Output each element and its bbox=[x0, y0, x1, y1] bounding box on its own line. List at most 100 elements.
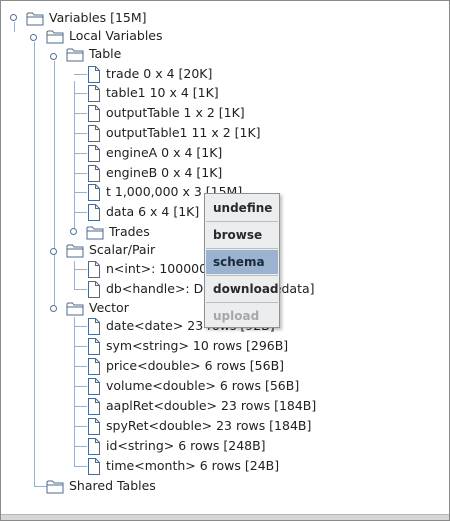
tree-node-local-variables[interactable]: Local Variables bbox=[46, 26, 163, 46]
tree-node-table-item[interactable]: engineB 0 x 4 [1K] bbox=[87, 163, 222, 183]
tree-node-label: trade 0 x 4 [20K] bbox=[106, 66, 213, 81]
menu-separator bbox=[206, 275, 278, 276]
tree-node-vector-item[interactable]: price<double> 6 rows [56B] bbox=[87, 356, 284, 376]
folder-icon bbox=[26, 11, 44, 26]
menu-item-browse[interactable]: browse bbox=[213, 228, 263, 242]
document-icon bbox=[87, 438, 101, 455]
folder-icon bbox=[66, 243, 84, 258]
tree-node-label: Local Variables bbox=[69, 28, 163, 43]
tree-line bbox=[34, 486, 47, 487]
tree-line bbox=[74, 212, 87, 213]
tree-node-table-item[interactable]: engineA 0 x 4 [1K] bbox=[87, 143, 222, 163]
tree-line bbox=[74, 113, 87, 114]
tree-line bbox=[74, 133, 87, 134]
tree-node-label: Variables [15M] bbox=[49, 10, 147, 25]
tree-node-table-item[interactable]: trade 0 x 4 [20K] bbox=[87, 64, 212, 84]
expand-toggle-icon[interactable] bbox=[50, 305, 57, 312]
menu-separator bbox=[206, 221, 278, 222]
document-icon bbox=[87, 318, 101, 335]
tree-node-variables[interactable]: Variables [15M] bbox=[26, 8, 147, 28]
document-icon bbox=[87, 105, 101, 122]
tree-node-label: volume<double> 6 rows [56B] bbox=[106, 378, 300, 393]
tree-node-table-item[interactable]: table1 10 x 4 [1K] bbox=[87, 83, 219, 103]
tree-node-label: sym<string> 10 rows [296B] bbox=[106, 338, 289, 353]
tree-node-label: table1 10 x 4 [1K] bbox=[106, 85, 219, 100]
tree-node-label: engineA 0 x 4 [1K] bbox=[106, 145, 223, 160]
tree-line bbox=[74, 346, 87, 347]
tree-line bbox=[54, 61, 55, 309]
document-icon bbox=[87, 358, 101, 375]
folder-icon bbox=[66, 301, 84, 316]
tree-line bbox=[74, 81, 75, 233]
document-icon bbox=[87, 184, 101, 201]
expand-toggle-icon[interactable] bbox=[50, 53, 57, 60]
menu-item-undefine[interactable]: undefine bbox=[213, 201, 273, 215]
tree-line bbox=[14, 22, 15, 32]
tree-node-label: engineB 0 x 4 [1K] bbox=[106, 165, 223, 180]
tree-line bbox=[74, 366, 87, 367]
tree-node-label: Trades bbox=[109, 224, 150, 239]
tree-node-table-item[interactable]: data 6 x 4 [1K] bbox=[87, 202, 199, 222]
expand-toggle-icon[interactable] bbox=[30, 34, 37, 41]
expand-toggle-icon[interactable] bbox=[70, 228, 77, 235]
tree-line bbox=[74, 153, 87, 154]
document-icon bbox=[87, 66, 101, 83]
menu-item-schema[interactable]: schema bbox=[206, 250, 278, 274]
tree-node-vector-item[interactable]: volume<double> 6 rows [56B] bbox=[87, 376, 299, 396]
folder-icon bbox=[86, 225, 104, 240]
tree-node-vector-group[interactable]: Vector bbox=[66, 298, 129, 318]
tree-line bbox=[74, 173, 87, 174]
folder-icon bbox=[66, 47, 84, 62]
tree-line bbox=[74, 386, 87, 387]
tree-node-table-group[interactable]: Table bbox=[66, 44, 121, 64]
document-icon bbox=[87, 418, 101, 435]
tree-line bbox=[74, 326, 87, 327]
tree-node-label: outputTable1 11 x 2 [1K] bbox=[106, 125, 261, 140]
tree-node-label: Table bbox=[89, 46, 122, 61]
tree-node-scalar-item[interactable]: db<handle>: DB[dfs://tradedata] bbox=[87, 279, 315, 299]
document-icon bbox=[87, 378, 101, 395]
tree-node-label: data 6 x 4 [1K] bbox=[106, 204, 200, 219]
tree-node-vector-item[interactable]: id<string> 6 rows [248B] bbox=[87, 436, 266, 456]
folder-icon bbox=[46, 29, 64, 44]
tree-node-vector-item[interactable]: aaplRet<double> 23 rows [184B] bbox=[87, 396, 316, 416]
tree-node-scalar-group[interactable]: Scalar/Pair bbox=[66, 240, 155, 260]
menu-item-download[interactable]: download bbox=[213, 282, 279, 296]
tree-node-table-item[interactable]: outputTable1 11 x 2 [1K] bbox=[87, 123, 261, 143]
tree-node-label: n<int>: 1000000 bbox=[106, 261, 216, 276]
tree-node-vector-item[interactable]: spyRet<double> 23 rows [184B] bbox=[87, 416, 311, 436]
document-icon bbox=[87, 338, 101, 355]
tree-node-label: time<month> 6 rows [24B] bbox=[106, 458, 280, 473]
document-icon bbox=[87, 204, 101, 221]
tree-line bbox=[74, 426, 87, 427]
document-icon bbox=[87, 145, 101, 162]
tree-line bbox=[74, 406, 87, 407]
expand-toggle-icon[interactable] bbox=[50, 248, 57, 255]
tree-line bbox=[74, 93, 87, 94]
document-icon bbox=[87, 125, 101, 142]
tree-line bbox=[74, 466, 87, 467]
expand-toggle-icon[interactable] bbox=[10, 14, 17, 21]
tree-node-label: Scalar/Pair bbox=[89, 242, 156, 257]
document-icon bbox=[87, 85, 101, 102]
tree-node-label: aaplRet<double> 23 rows [184B] bbox=[106, 398, 317, 413]
document-icon bbox=[87, 261, 101, 278]
tree-line bbox=[74, 192, 87, 193]
tree-line bbox=[74, 269, 87, 270]
tree-node-vector-item[interactable]: time<month> 6 rows [24B] bbox=[87, 456, 279, 476]
context-menu: undefine browse schema download upload bbox=[204, 193, 280, 328]
tree-node-label: price<double> 6 rows [56B] bbox=[106, 358, 285, 373]
folder-icon bbox=[46, 479, 64, 494]
tree-node-vector-item[interactable]: sym<string> 10 rows [296B] bbox=[87, 336, 288, 356]
tree-line bbox=[74, 289, 87, 290]
tree-node-shared-tables[interactable]: Shared Tables bbox=[46, 476, 156, 496]
tree-line bbox=[74, 74, 87, 75]
tree-line bbox=[74, 261, 75, 289]
tree-node-table-item[interactable]: outputTable 1 x 2 [1K] bbox=[87, 103, 245, 123]
menu-item-upload: upload bbox=[213, 309, 260, 323]
menu-separator bbox=[206, 302, 278, 303]
tree-node-trades[interactable]: Trades bbox=[86, 222, 150, 242]
tree-line bbox=[34, 42, 35, 487]
tree-node-scalar-item[interactable]: n<int>: 1000000 bbox=[87, 259, 215, 279]
